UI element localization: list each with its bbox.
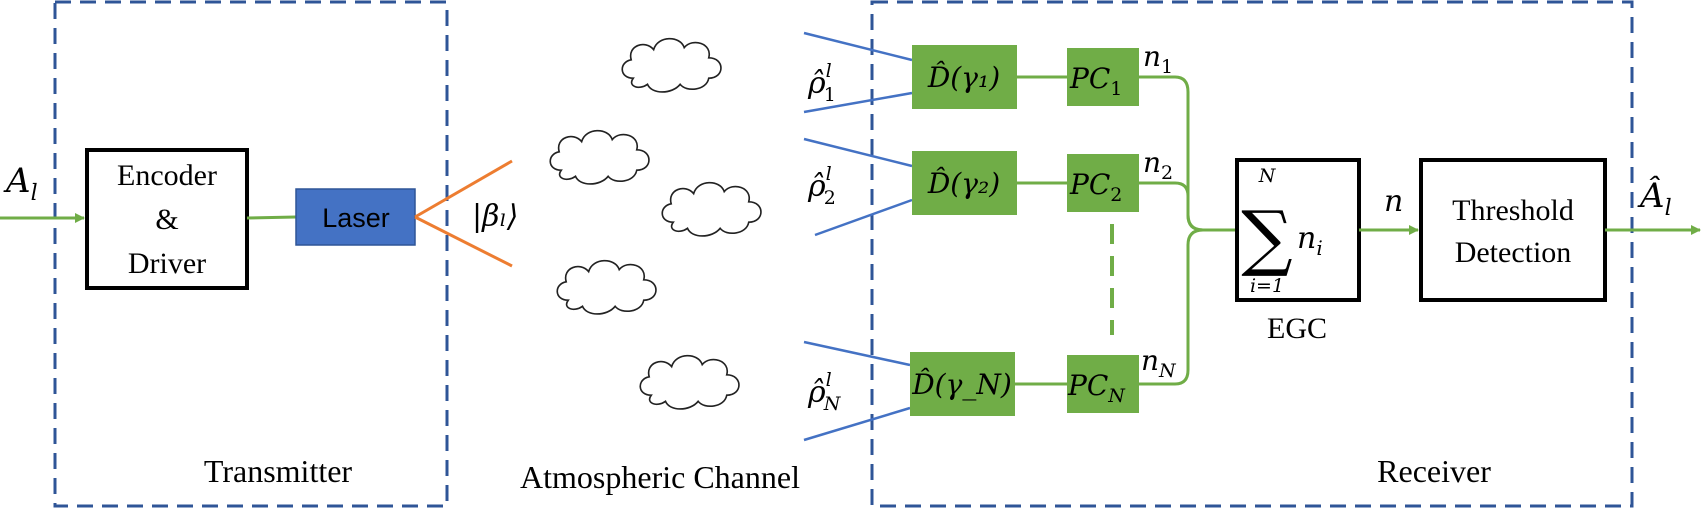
transmitter-frame: [53, 0, 449, 508]
cloud-icon: [661, 181, 762, 237]
laser-beam-lower: [414, 215, 513, 268]
encoder-line-3: Driver: [128, 247, 206, 280]
photon-counter-box-1: [1067, 48, 1139, 106]
laser-label: Laser: [322, 203, 390, 233]
photon-counter-label-1: PC1: [1069, 62, 1122, 100]
receiver-label: Receiver: [1377, 453, 1491, 489]
photon-counter-box-n: [1067, 355, 1139, 413]
sum-lower-limit: i=1: [1250, 275, 1284, 297]
displacement-label-1: D̂(γ₁): [927, 61, 1000, 94]
photon-counter-label-2: PC2: [1069, 168, 1122, 206]
beam-1-upper: [803, 31, 913, 62]
encoder-line-2: &: [155, 203, 178, 236]
combined-count-label: n: [1384, 184, 1403, 219]
cloud-icon: [621, 37, 722, 93]
displacement-box-1: [912, 45, 1017, 109]
count-label-2: n2: [1143, 146, 1173, 184]
threshold-detection-box: [1419, 158, 1607, 302]
egc-box: [1235, 158, 1361, 302]
photon-counter-box-2: [1067, 154, 1139, 212]
coherent-state-label: |βₗ⟩: [472, 199, 518, 234]
egc-label: EGC: [1267, 312, 1327, 345]
beam-n-upper: [803, 340, 911, 367]
detector-line-2: Detection: [1455, 236, 1572, 269]
encoder-line-1: Encoder: [117, 159, 217, 192]
laser-beam-upper: [414, 159, 513, 219]
beam-n-lower: [803, 406, 911, 442]
beam-2-lower: [814, 198, 913, 237]
displacement-label-2: D̂(γ₂): [927, 167, 1000, 200]
beam-1-lower: [803, 91, 913, 114]
displacement-box-2: [912, 151, 1017, 215]
photon-counter-label-n: PCN: [1067, 369, 1126, 407]
cloud-icon: [639, 354, 740, 410]
transmitter-label: Transmitter: [204, 453, 353, 489]
sum-symbol: ∑: [1241, 195, 1292, 279]
output-signal-label: Âl: [1637, 175, 1672, 221]
sum-term: ni: [1297, 221, 1323, 260]
combine-path-2: [1139, 181, 1204, 232]
count-label-1: n1: [1143, 40, 1173, 78]
cloud-icon: [556, 259, 657, 315]
encoder-driver-box: [85, 148, 249, 290]
detector-line-1: Threshold: [1452, 194, 1574, 227]
cloud-icon: [549, 129, 650, 185]
receiver-frame: [870, 0, 1634, 508]
displacement-box-n: [910, 352, 1015, 416]
beam-2-upper: [803, 137, 913, 168]
sum-upper-limit: N: [1258, 165, 1277, 187]
encoder-to-laser-link: [246, 215, 297, 220]
input-signal-label: Al: [3, 161, 38, 206]
combine-path-n: [1139, 228, 1204, 386]
displacement-label-n: D̂(γ_N): [911, 368, 1012, 401]
count-label-n: nN: [1141, 344, 1177, 382]
channel-label: Atmospheric Channel: [520, 459, 800, 495]
